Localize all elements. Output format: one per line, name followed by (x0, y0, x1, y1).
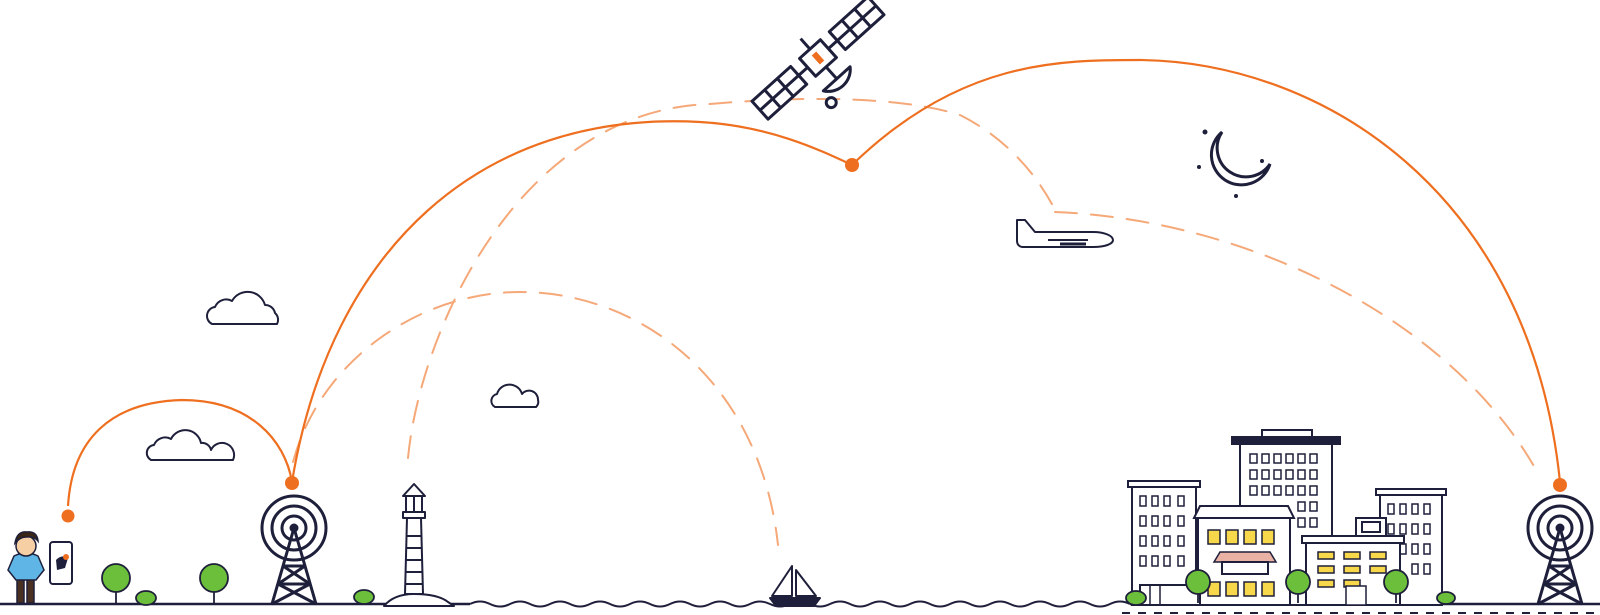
moon-icon (1197, 129, 1272, 198)
sailboat-icon (769, 565, 821, 607)
tree-icon (1285, 569, 1311, 603)
node-tower (285, 476, 299, 490)
tree-icon (1185, 569, 1211, 603)
cloud-icon (490, 383, 540, 408)
cell-tower-icon (260, 494, 328, 606)
satellite-icon (750, 0, 886, 121)
person-icon (7, 531, 45, 604)
dashed-link-tower-to-boat (292, 290, 779, 546)
lighthouse-icon (383, 483, 455, 607)
node-far-tower (1553, 478, 1567, 492)
solid-link-tower-to-satellite (290, 120, 853, 483)
link-nodes (61, 158, 1567, 523)
solid-link-phone-to-tower (66, 398, 294, 507)
tree-icon (1436, 591, 1456, 605)
tree-icon (1125, 590, 1147, 606)
dashed-link-lighthouse-to-satellite (407, 97, 1056, 459)
tree-icon (353, 589, 375, 605)
dashed-links (292, 97, 1536, 546)
tree-icon (1383, 569, 1409, 603)
airplane-icon (1016, 219, 1114, 248)
cell-tower-icon (1526, 494, 1594, 606)
tree-icon (199, 563, 229, 603)
node-phone (61, 509, 75, 523)
solid-link-satellite-to-far-tower (851, 58, 1562, 483)
cloud-icon (206, 290, 280, 325)
cloud-icon (145, 429, 236, 461)
dashed-link-airplane-to-far-tower (1054, 211, 1536, 469)
solid-links (66, 58, 1562, 507)
node-satellite (845, 158, 859, 172)
smartphone-icon (49, 541, 73, 585)
tree-icon (101, 563, 131, 603)
tree-icon (135, 590, 157, 606)
